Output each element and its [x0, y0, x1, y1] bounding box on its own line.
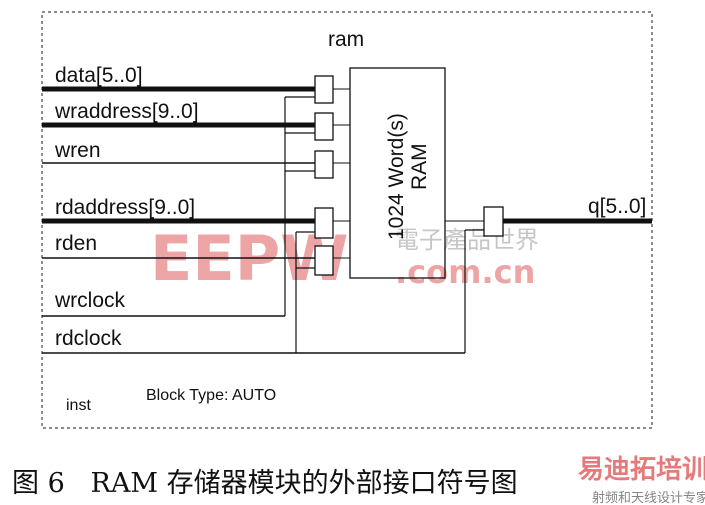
eepw-logo-cn: 電子產品世界 [395, 226, 539, 254]
output-label-q: q[5..0] [588, 195, 646, 218]
register-wren [314, 150, 334, 179]
input-label-wrclock: wrclock [54, 289, 126, 312]
ram-core-type: RAM [408, 143, 431, 190]
input-label-rden: rden [55, 232, 97, 255]
register-wraddress [314, 112, 334, 141]
figure-caption: 图 6 RAM 存储器模块的外部接口符号图 [12, 468, 518, 499]
register-rden [314, 245, 334, 276]
corner-watermark: 易迪拓培训 射频和天线设计专家 [578, 455, 705, 505]
input-label-rdaddress: rdaddress[9..0] [55, 196, 195, 219]
input-label-wraddress: wraddress[9..0] [54, 100, 199, 123]
symbol-title: ram [328, 28, 364, 51]
block-type: Block Type: AUTO [146, 387, 276, 404]
input-label-data: data[5..0] [55, 64, 143, 87]
input-label-rdclock: rdclock [55, 327, 122, 350]
corner-watermark-sub: 射频和天线设计专家 [592, 490, 705, 505]
input-registers [314, 75, 504, 276]
input-wires [42, 86, 485, 354]
corner-watermark-title: 易迪拓培训 [578, 455, 705, 485]
register-rdaddress [314, 207, 334, 239]
register-data [314, 75, 334, 104]
input-label-wren: wren [54, 139, 101, 162]
ram-core-block [349, 67, 446, 279]
instance-name: inst [66, 397, 91, 414]
ram-core-size: 1024 Word(s) [385, 113, 408, 240]
register-output-q [483, 206, 504, 237]
